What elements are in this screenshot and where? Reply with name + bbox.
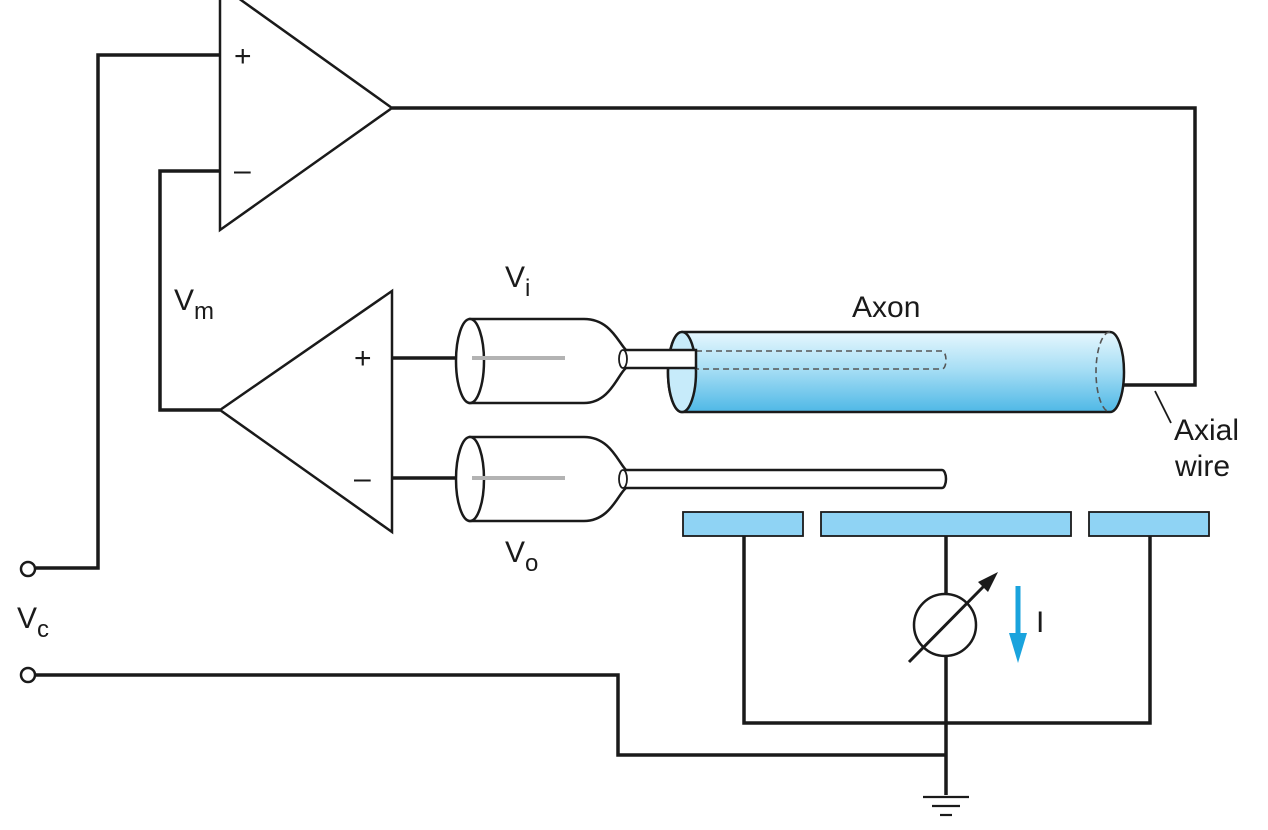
- axon-far-end-hidden: [1095, 331, 1111, 413]
- ammeter-needle-head: [978, 572, 998, 592]
- label-vi: Vi: [505, 261, 530, 302]
- axon-cylinder: [666, 330, 1126, 414]
- external-plates: [682, 511, 1210, 537]
- vi-electrode-body: [468, 317, 698, 405]
- vo-electrode: [454, 435, 948, 523]
- measuring-plate-center: [820, 511, 1072, 537]
- label-current: I: [1036, 606, 1044, 639]
- feedback-amp-plus-sign: +: [234, 40, 252, 73]
- vi-electrode-tip: [618, 349, 628, 369]
- feedback-amplifier-triangle: [218, 0, 395, 233]
- ammeter-needle: [907, 584, 986, 664]
- guard-plate-left: [682, 511, 804, 537]
- vc-terminal-top: [19, 560, 37, 578]
- label-vc: Vc: [17, 602, 49, 643]
- circuit-wires: [36, 53, 1197, 795]
- label-vo: Vo: [505, 536, 538, 577]
- vo-electrode-body: [468, 435, 948, 523]
- vi-electrode: [454, 317, 698, 405]
- down-arrow-icon: [1009, 586, 1027, 663]
- label-axial-wire-line2: wire: [1174, 450, 1230, 483]
- wire-vc-to-feedback-plus: [36, 53, 220, 570]
- wire-vm-to-feedback-minus: [158, 169, 220, 412]
- vi-electrode-cap: [454, 317, 486, 405]
- label-axial-wire-line1: Axial: [1174, 414, 1239, 447]
- wire-feedback-to-axial: [392, 106, 1197, 387]
- differential-amplifier: + –: [217, 288, 394, 535]
- variable-ammeter-icon: [907, 572, 998, 664]
- diff-amp-plus-sign: +: [354, 342, 372, 375]
- current-arrow-head: [1009, 633, 1027, 663]
- axon: [666, 330, 1126, 414]
- label-vm: Vm: [174, 284, 214, 325]
- axial-wire-pointer: [1154, 390, 1172, 424]
- ground-symbol-icon: [923, 795, 969, 817]
- differential-amplifier-triangle: [217, 288, 394, 535]
- feedback-amplifier: + –: [218, 0, 395, 233]
- axon-near-end: [666, 330, 698, 414]
- vo-electrode-tip: [618, 469, 628, 489]
- label-axon: Axon: [852, 291, 920, 324]
- guard-plate-right: [1088, 511, 1210, 537]
- wire-vc-to-ground: [36, 673, 946, 757]
- diff-amp-minus-sign: –: [354, 462, 371, 495]
- vc-terminal-bottom: [19, 666, 37, 684]
- feedback-amp-minus-sign: –: [234, 154, 251, 187]
